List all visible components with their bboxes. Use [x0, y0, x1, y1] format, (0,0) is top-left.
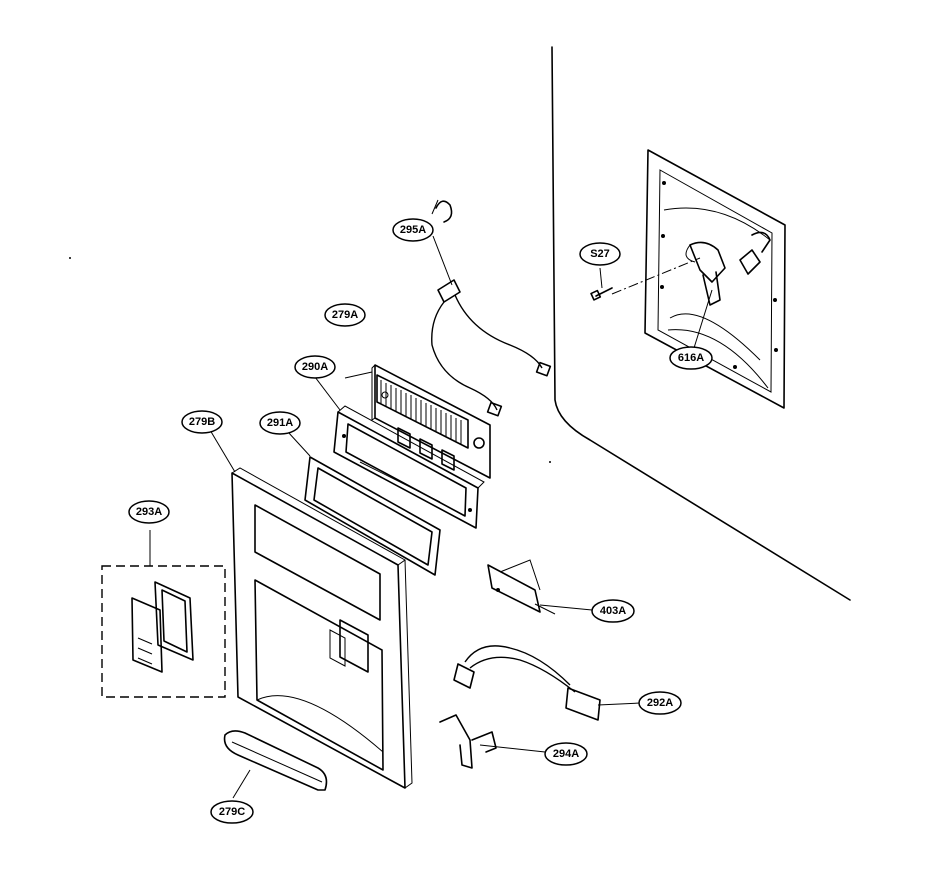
display-window-291a: [287, 431, 441, 576]
callout-403a: 403A: [591, 599, 635, 623]
callout-279c: 279C: [210, 800, 254, 824]
svg-text:S27: S27: [590, 248, 610, 260]
svg-text:403A: 403A: [600, 605, 626, 617]
dispenser-panel-279b: [209, 429, 413, 789]
control-board-279a: [344, 364, 491, 479]
svg-text:292A: 292A: [647, 697, 673, 709]
wire-harness-295a: [431, 199, 552, 417]
microswitch-403a: [487, 559, 593, 615]
drip-tray-279c: [223, 730, 328, 799]
callout-295a: 295A: [392, 218, 434, 242]
door-outline: [551, 46, 851, 601]
svg-text:279C: 279C: [219, 806, 245, 818]
callout-279a: 279A: [324, 303, 366, 327]
callout-293a: 293A: [128, 500, 170, 524]
callout-292a: 292A: [638, 691, 682, 715]
callout-291a: 291A: [259, 411, 301, 435]
callout-279b: 279B: [181, 410, 223, 434]
screw-s27: [590, 267, 613, 301]
svg-text:279B: 279B: [189, 416, 215, 428]
callout-s27: S27: [579, 242, 621, 266]
svg-text:294A: 294A: [553, 748, 579, 760]
callout-290a: 290A: [294, 355, 336, 379]
svg-text:293A: 293A: [136, 506, 162, 518]
clip-294a: [439, 714, 546, 769]
svg-text:616A: 616A: [678, 352, 704, 364]
door-recess-housing: [611, 149, 786, 409]
svg-text:290A: 290A: [302, 361, 328, 373]
bracket-290a: [314, 376, 485, 529]
wire-harness-292a: [453, 645, 641, 721]
svg-text:279A: 279A: [332, 309, 358, 321]
callout-294a: 294A: [544, 742, 588, 766]
svg-text:295A: 295A: [400, 224, 426, 236]
paddle-assembly-293a: [101, 530, 226, 698]
svg-text:291A: 291A: [267, 417, 293, 429]
callout-616a: 616A: [669, 346, 713, 370]
